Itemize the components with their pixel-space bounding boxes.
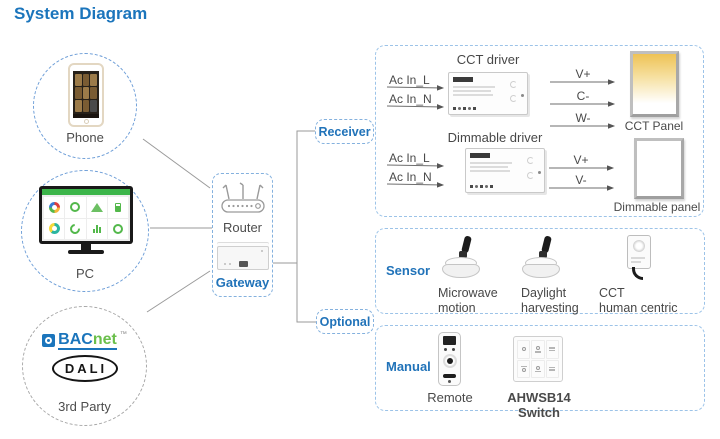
cct-human-centric-label: CCT human centric bbox=[599, 286, 678, 315]
daylight-harvesting-sensor-icon bbox=[519, 235, 563, 286]
microwave-motion-label: Microwave motion bbox=[438, 286, 498, 315]
page-title: System Diagram bbox=[14, 4, 148, 23]
dashboard-screen bbox=[42, 189, 130, 241]
dimmable-input-l: Ac In_L bbox=[389, 151, 430, 165]
cct-panel-icon bbox=[630, 51, 679, 117]
dashboard-widget bbox=[86, 218, 107, 239]
cct-input-n: Ac In_N bbox=[389, 92, 432, 106]
dashboard-widget bbox=[65, 218, 86, 239]
manual-label: Manual bbox=[386, 359, 431, 374]
dashboard-widget bbox=[65, 197, 86, 218]
cct-driver-title: CCT driver bbox=[456, 52, 520, 67]
phone-label: Phone bbox=[66, 130, 104, 145]
cct-output-wminus: W- bbox=[575, 111, 591, 125]
trademark-symbol: ™ bbox=[119, 331, 127, 338]
dashboard-widget bbox=[107, 218, 128, 239]
cct-output-vplus: V+ bbox=[575, 67, 591, 81]
sensor-label: Sensor bbox=[386, 263, 431, 278]
bacnet-logo: BACnet ™ bbox=[23, 331, 146, 350]
dimmable-panel-label: Dimmable panel bbox=[613, 200, 701, 214]
receiver-tag: Receiver bbox=[315, 119, 374, 144]
daylight-harvesting-label: Daylight harvesting bbox=[521, 286, 579, 315]
cct-driver-icon bbox=[448, 72, 528, 115]
dimmable-output-vminus: V- bbox=[575, 173, 587, 187]
remote-icon bbox=[438, 332, 461, 386]
third-party-node: BACnet ™ DALI 3rd Party bbox=[22, 306, 147, 426]
phone-screen bbox=[73, 71, 99, 115]
manual-section: Manual Remote AHWSB14 Switch bbox=[375, 325, 705, 420]
phone-node: Phone bbox=[33, 53, 137, 159]
cct-panel-label: CCT Panel bbox=[624, 119, 684, 133]
dashboard-widget bbox=[44, 197, 65, 218]
pc-node: PC bbox=[21, 170, 149, 292]
dashboard-widget bbox=[86, 197, 107, 218]
gateway-label: Gateway bbox=[215, 275, 270, 290]
router-gateway-box: Router Gateway bbox=[212, 173, 273, 297]
bacnet-emblem-icon bbox=[42, 334, 56, 347]
cct-input-l: Ac In_L bbox=[389, 73, 430, 87]
dali-logo: DALI bbox=[51, 355, 118, 382]
phone-home-button bbox=[83, 119, 89, 124]
switch-label: AHWSB14 Switch bbox=[507, 390, 571, 420]
dashboard-header bbox=[42, 189, 130, 195]
monitor-icon bbox=[39, 186, 133, 254]
third-party-label: 3rd Party bbox=[58, 399, 111, 414]
optional-tag: Optional bbox=[316, 309, 374, 334]
dimmable-driver-icon bbox=[465, 148, 545, 193]
dimmable-input-n: Ac In_N bbox=[389, 170, 432, 184]
phone-icon bbox=[68, 63, 104, 127]
dashboard-widget bbox=[44, 218, 65, 239]
dimmable-driver-title: Dimmable driver bbox=[447, 130, 543, 145]
cct-output-cminus: C- bbox=[576, 89, 590, 103]
cct-human-centric-sensor-icon bbox=[626, 235, 652, 283]
pc-label: PC bbox=[75, 266, 95, 281]
dashboard-widget bbox=[107, 197, 128, 218]
dimmable-output-vplus: V+ bbox=[573, 153, 589, 167]
wall-switch-icon bbox=[513, 336, 563, 382]
router-label: Router bbox=[222, 220, 263, 235]
remote-label: Remote bbox=[427, 390, 473, 405]
router-icon bbox=[220, 182, 265, 213]
sensor-section: Sensor Microwave motion Daylight harvest… bbox=[375, 228, 705, 315]
receiver-section: CCT driver Ac In_L Ac In_N V+ C- W- CCT … bbox=[375, 45, 704, 217]
dimmable-panel-icon bbox=[634, 138, 684, 199]
gateway-icon bbox=[216, 246, 269, 270]
microwave-motion-sensor-icon bbox=[439, 235, 483, 286]
